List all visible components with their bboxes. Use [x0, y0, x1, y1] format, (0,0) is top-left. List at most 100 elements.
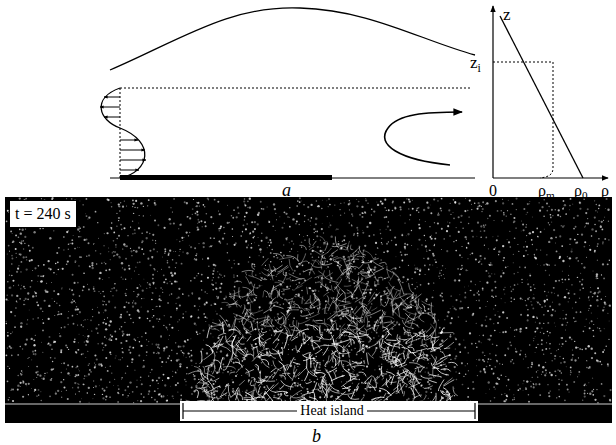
- noise-dot: [235, 375, 237, 377]
- noise-dot: [196, 363, 197, 364]
- noise-dot: [506, 317, 508, 319]
- noise-dot: [512, 288, 514, 290]
- noise-dot: [28, 245, 30, 247]
- noise-dot: [243, 224, 245, 226]
- noise-dot: [550, 237, 552, 239]
- noise-dot: [565, 330, 566, 331]
- noise-dot: [596, 359, 597, 360]
- noise-dot: [155, 243, 156, 244]
- noise-dot: [495, 295, 496, 296]
- noise-dot: [99, 272, 101, 274]
- noise-dot: [482, 351, 484, 353]
- noise-dot: [414, 265, 415, 266]
- noise-dot: [308, 219, 310, 221]
- noise-dot: [100, 293, 101, 294]
- noise-dot: [84, 375, 85, 376]
- noise-dot: [158, 344, 160, 346]
- noise-dot: [127, 365, 129, 367]
- noise-dot: [97, 307, 98, 308]
- noise-dot: [453, 306, 454, 307]
- noise-dot: [167, 377, 169, 379]
- noise-dot: [180, 346, 182, 348]
- noise-dot: [368, 235, 370, 237]
- noise-dot: [477, 222, 479, 224]
- noise-dot: [193, 375, 195, 377]
- noise-dot: [563, 361, 565, 363]
- noise-dot: [58, 311, 60, 313]
- noise-dot: [332, 215, 333, 216]
- noise-dot: [480, 225, 482, 227]
- noise-dot: [398, 324, 400, 326]
- noise-dot: [415, 306, 416, 307]
- noise-dot: [601, 274, 602, 275]
- noise-dot: [425, 391, 427, 393]
- noise-dot: [358, 251, 360, 253]
- noise-dot: [594, 399, 596, 401]
- noise-dot: [167, 329, 168, 330]
- noise-dot: [259, 248, 261, 250]
- noise-dot: [303, 236, 304, 237]
- noise-dot: [49, 237, 51, 239]
- noise-dot: [118, 388, 120, 390]
- noise-dot: [408, 208, 409, 209]
- noise-dot: [401, 234, 403, 236]
- noise-dot: [593, 335, 595, 337]
- noise-dot: [246, 371, 247, 372]
- noise-dot: [541, 374, 542, 375]
- mixed-density-profile: [493, 62, 553, 178]
- noise-dot: [575, 347, 577, 349]
- noise-dot: [26, 259, 27, 260]
- noise-dot: [504, 287, 505, 288]
- noise-dot: [145, 332, 147, 334]
- noise-dot: [64, 326, 66, 328]
- noise-dot: [467, 307, 469, 309]
- noise-dot: [308, 262, 310, 264]
- noise-dot: [574, 239, 576, 241]
- noise-dot: [270, 252, 272, 254]
- noise-dot: [85, 213, 86, 214]
- noise-dot: [468, 223, 469, 224]
- noise-dot: [245, 272, 247, 274]
- noise-dot: [481, 206, 482, 207]
- noise-dot: [181, 350, 183, 352]
- noise-dot: [232, 236, 233, 237]
- noise-dot: [540, 332, 541, 333]
- noise-dot: [337, 229, 338, 230]
- noise-dot: [354, 268, 355, 269]
- noise-dot: [300, 310, 302, 312]
- noise-dot: [178, 359, 180, 361]
- noise-dot: [275, 213, 276, 214]
- noise-dot: [172, 211, 173, 212]
- noise-dot: [544, 284, 545, 285]
- noise-dot: [579, 298, 580, 299]
- noise-dot: [206, 317, 207, 318]
- noise-dot: [439, 278, 440, 279]
- noise-dot: [168, 266, 170, 268]
- noise-dot: [207, 257, 209, 259]
- noise-dot: [45, 291, 47, 293]
- noise-dot: [10, 333, 11, 334]
- noise-dot: [83, 272, 85, 274]
- noise-dot: [603, 278, 605, 280]
- noise-dot: [441, 340, 443, 342]
- noise-dot: [260, 201, 262, 203]
- noise-dot: [93, 286, 95, 288]
- noise-dot: [521, 231, 522, 232]
- noise-dot: [485, 204, 486, 205]
- noise-dot: [492, 343, 494, 345]
- noise-dot: [89, 402, 90, 403]
- noise-dot: [299, 197, 301, 199]
- noise-dot: [594, 292, 596, 294]
- noise-dot: [465, 292, 467, 294]
- noise-dot: [569, 336, 571, 338]
- noise-dot: [157, 346, 159, 348]
- noise-dot: [362, 260, 363, 261]
- noise-dot: [458, 343, 460, 345]
- noise-dot: [605, 208, 606, 209]
- noise-dot: [548, 222, 549, 223]
- noise-dot: [381, 203, 383, 205]
- noise-dot: [320, 286, 322, 288]
- noise-dot: [322, 200, 323, 201]
- noise-dot: [26, 385, 27, 386]
